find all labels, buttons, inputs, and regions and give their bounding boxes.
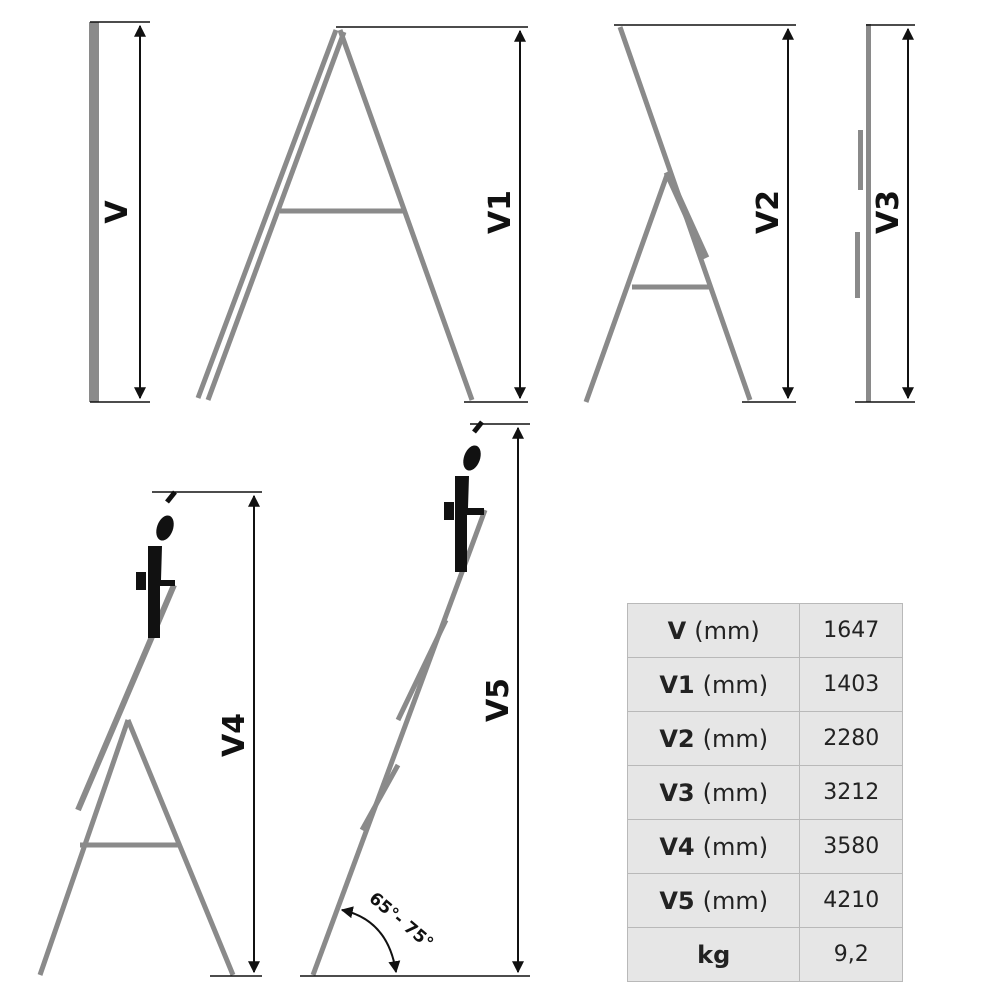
spec-table: V(mm) 1647 V1(mm) 1403 V2(mm) 2280 V3(mm… (626, 603, 903, 982)
row-value: 1403 (799, 657, 903, 712)
config-v1-a-frame: V1 (195, 26, 528, 403)
table-row: kg 9,2 (626, 927, 903, 982)
config-v2-extended-a-frame: V2 (583, 24, 796, 403)
table-row: V3(mm) 3212 (626, 765, 903, 820)
config-v5-leaning-ladder: 65°- 75° V5 (300, 420, 530, 977)
row-value: 9,2 (799, 927, 903, 982)
v5-label: V5 (481, 678, 516, 722)
row-value: 3580 (799, 819, 903, 874)
v2-label: V2 (751, 190, 786, 234)
table-row: V(mm) 1647 (626, 603, 903, 658)
row-unit: (mm) (702, 832, 769, 861)
config-v4-working-height: V4 (37, 490, 262, 977)
row-key: V3 (659, 778, 695, 807)
v4-label: V4 (217, 713, 252, 757)
v-label: V (100, 200, 135, 224)
table-row: V4(mm) 3580 (626, 819, 903, 874)
table-row: V1(mm) 1403 (626, 657, 903, 712)
v3-label: V3 (871, 190, 906, 234)
angle-arc (340, 906, 401, 974)
row-key: V2 (659, 724, 695, 753)
config-v3-extended-straight: V3 (855, 24, 915, 403)
config-v-single-ladder: V (89, 21, 150, 403)
angle-label: 65°- 75° (365, 889, 437, 954)
table-row: V5(mm) 4210 (626, 873, 903, 928)
row-unit: (mm) (702, 724, 769, 753)
row-key: V1 (659, 670, 695, 699)
row-key: V5 (659, 886, 695, 915)
row-value: 1647 (799, 603, 903, 658)
row-unit: (mm) (694, 616, 760, 645)
v1-label: V1 (483, 190, 518, 234)
row-key: V (667, 616, 687, 645)
row-value: 3212 (799, 765, 903, 820)
person-figure-icon (444, 420, 484, 572)
table-row: V2(mm) 2280 (626, 711, 903, 766)
row-value: 4210 (799, 873, 903, 928)
row-key: kg (697, 940, 731, 969)
row-key: V4 (659, 832, 695, 861)
person-figure-icon (136, 490, 177, 638)
row-unit: (mm) (702, 670, 769, 699)
row-unit: (mm) (702, 778, 769, 807)
row-unit: (mm) (702, 886, 769, 915)
row-value: 2280 (799, 711, 903, 766)
